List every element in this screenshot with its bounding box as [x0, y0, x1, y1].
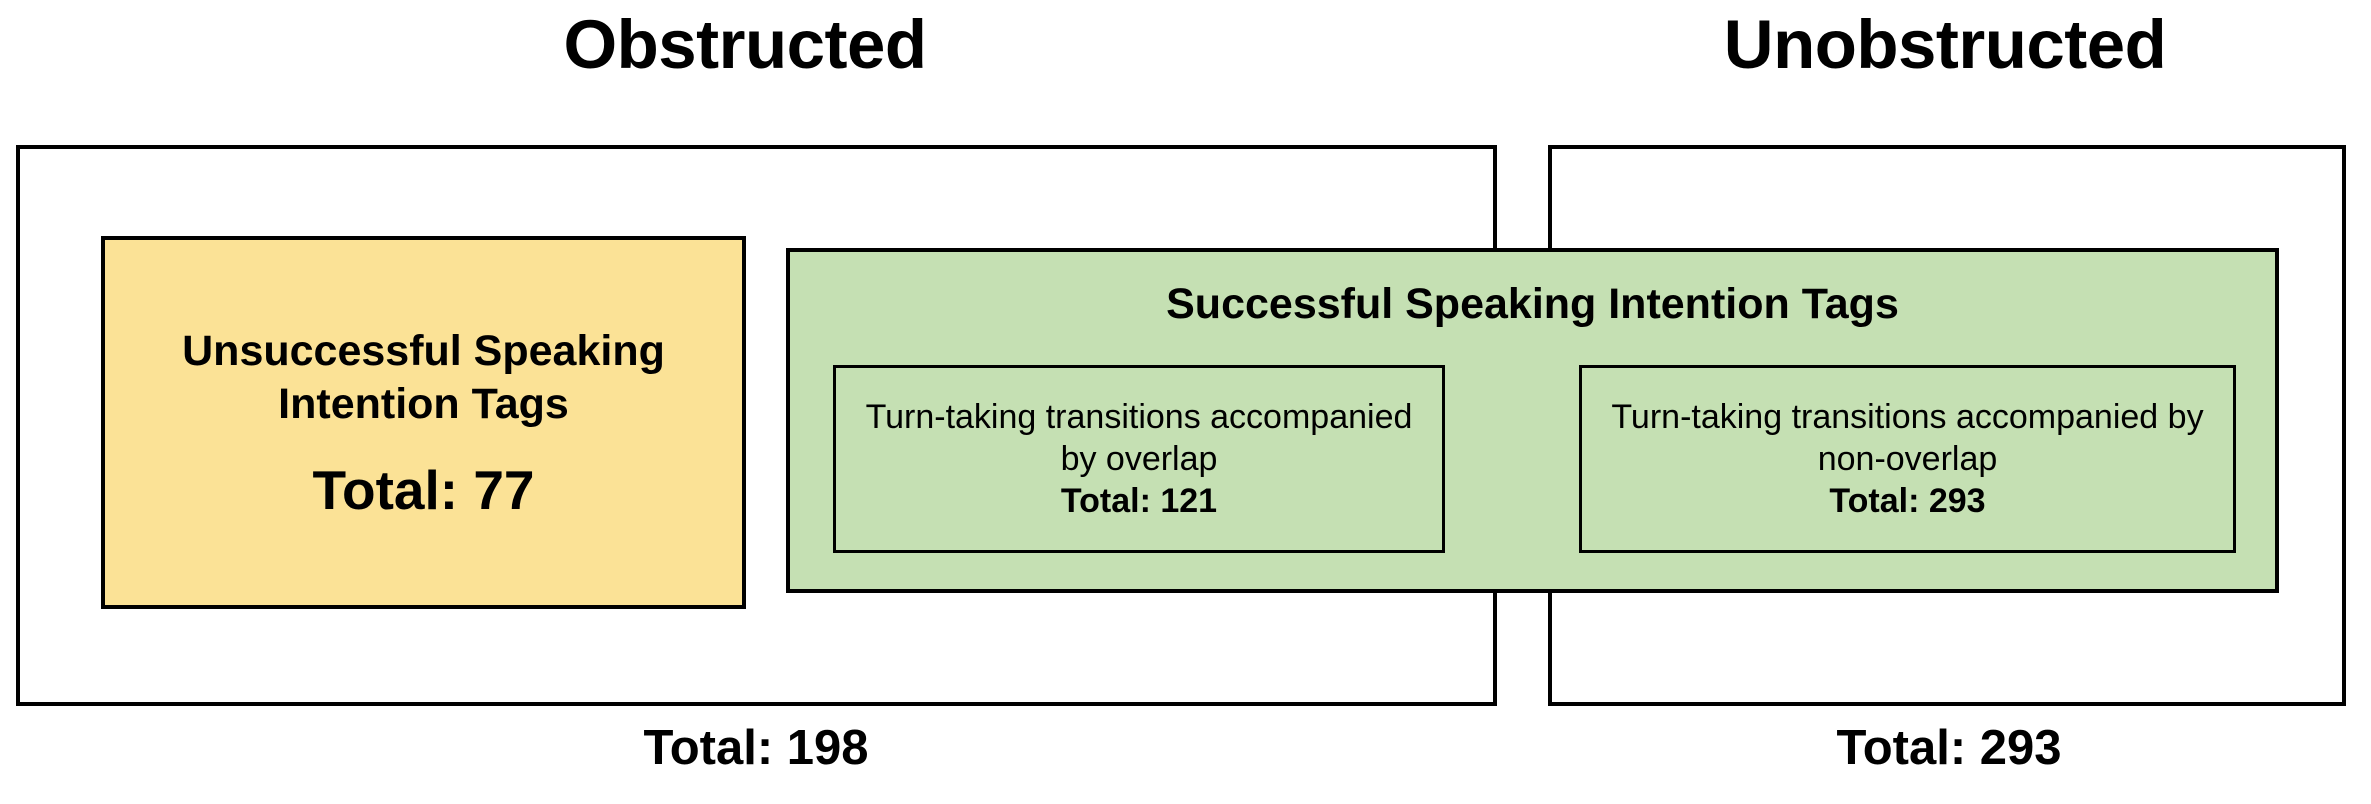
unsuccessful-speaking-intention-tags-box: Unsuccessful Speaking Intention Tags Tot… — [101, 236, 746, 609]
unobstructed-column-total: Total: 293 — [1836, 721, 2062, 775]
turn-taking-non-overlap-box: Turn-taking transitions accompanied by n… — [1579, 365, 2236, 553]
turn-taking-overlap-total: Total: 121 — [1060, 482, 1218, 520]
turn-taking-non-overlap-total: Total: 293 — [1829, 482, 1986, 520]
turn-taking-overlap-box: Turn-taking transitions accompanied by o… — [833, 365, 1445, 553]
successful-speaking-intention-tags-box: Successful Speaking Intention Tags — [786, 248, 2279, 593]
unsuccessful-category-total: Total: 77 — [312, 458, 535, 521]
column-title-obstructed: Obstructed — [563, 6, 927, 83]
turn-taking-overlap-description: Turn-taking transitions accompanied by o… — [865, 398, 1413, 478]
turn-taking-non-overlap-description: Turn-taking transitions accompanied by n… — [1611, 398, 2204, 478]
successful-category-label: Successful Speaking Intention Tags — [1166, 280, 1899, 328]
obstructed-column-total: Total: 198 — [643, 721, 869, 775]
column-title-unobstructed: Unobstructed — [1723, 6, 2167, 83]
unsuccessful-category-label: Unsuccessful Speaking Intention Tags — [182, 326, 665, 428]
